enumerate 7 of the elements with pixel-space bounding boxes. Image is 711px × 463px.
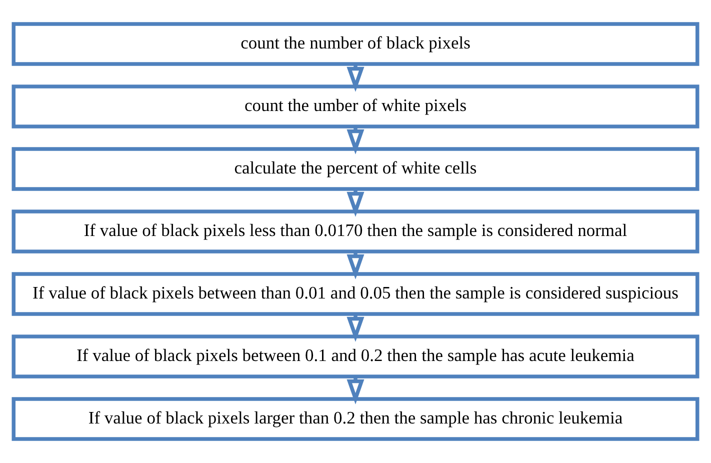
node-box: count the number of black pixels — [12, 22, 700, 66]
node-box: count the umber of white pixels — [12, 84, 700, 128]
node-box: If value of black pixels between 0.1 and 0.2 then the sample has acute leukemia — [12, 334, 700, 378]
node-box: If value of black pixels less than 0.0170 then the sample is considered normal — [12, 210, 700, 254]
node-box: calculate the percent of white cells — [12, 147, 700, 191]
node-box: If value of black pixels between than 0.01 and 0.05 then the sample is considered suspicious — [12, 272, 700, 316]
node-box: If value of black pixels larger than 0.2 then the sample has chronic leukemia — [12, 397, 700, 441]
